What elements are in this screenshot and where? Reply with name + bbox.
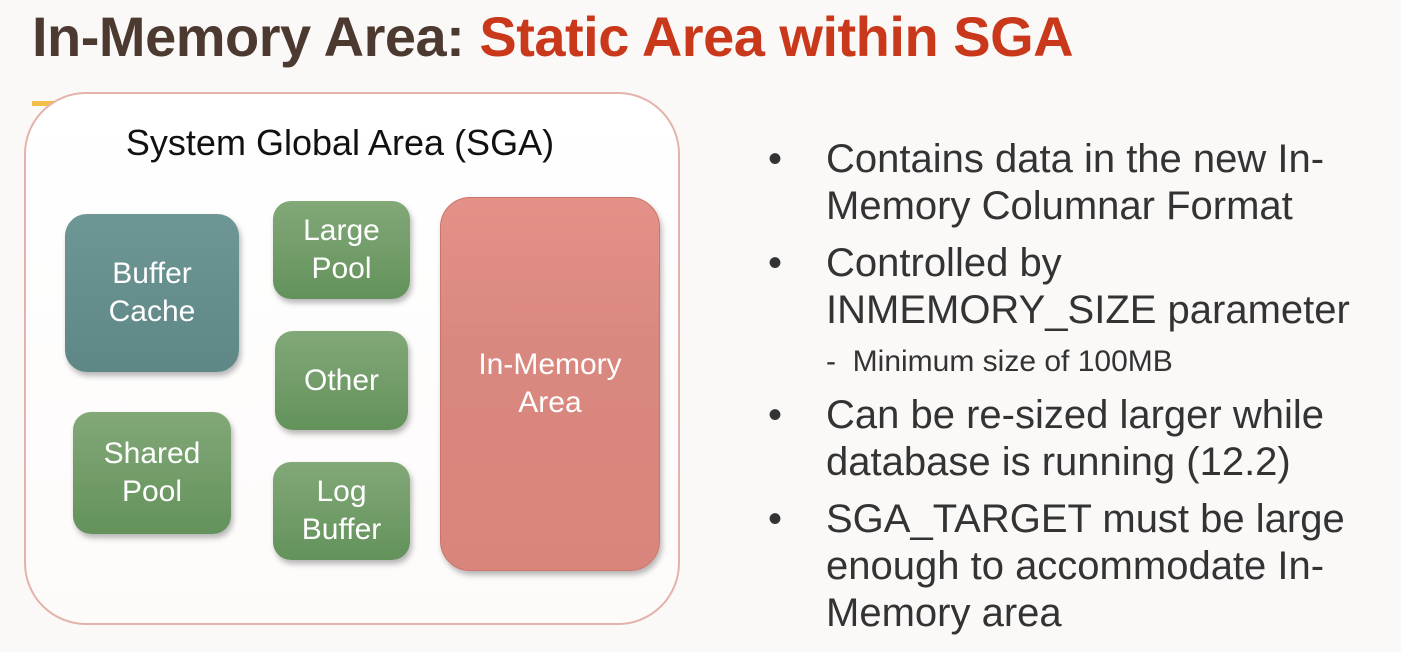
buffer-cache-box: Buffer Cache	[65, 214, 239, 372]
other-label: Other	[303, 363, 380, 397]
title-part-main: In-Memory Area:	[32, 5, 480, 68]
title-accent-bar	[32, 101, 60, 106]
bullet-list: • Contains data in the new In- Memory Co…	[768, 136, 1398, 647]
slide-title: In-Memory Area: Static Area within SGA	[32, 4, 1074, 69]
shared-pool-label: Shared Pool	[103, 437, 201, 508]
title-part-accent: Static Area within SGA	[479, 5, 1074, 68]
large-pool-label: Large Pool	[303, 214, 380, 285]
bullet-item: • Contains data in the new In- Memory Co…	[768, 136, 1398, 230]
log-buffer-label: Log Buffer	[301, 475, 382, 546]
bullet-item: • SGA_TARGET must be large enough to acc…	[768, 496, 1398, 637]
other-box: Other	[275, 331, 408, 430]
bullet-item: • Can be re-sized larger while database …	[768, 392, 1398, 486]
bullet-text: Controlled by INMEMORY_SIZE parameter	[826, 241, 1350, 332]
large-pool-box: Large Pool	[273, 201, 410, 299]
log-buffer-box: Log Buffer	[273, 462, 410, 560]
in-memory-area-box: In-Memory Area	[440, 197, 660, 571]
buffer-cache-label: Buffer Cache	[108, 257, 196, 328]
bullet-text: SGA_TARGET must be large enough to accom…	[826, 497, 1345, 635]
bullet-marker: •	[768, 241, 783, 285]
bullet-marker: •	[768, 137, 783, 181]
bullet-text: Can be re-sized larger while database is…	[826, 393, 1325, 484]
sub-bullet-item: - Minimum size of 100MB	[768, 342, 1398, 382]
in-memory-area-label: In-Memory Area	[478, 348, 622, 419]
bullet-marker: •	[768, 393, 783, 437]
sub-bullet-text: Minimum size of 100MB	[852, 345, 1173, 378]
sub-bullet-marker: -	[826, 345, 836, 378]
bullet-text: Contains data in the new In- Memory Colu…	[826, 137, 1325, 228]
sga-label: System Global Area (SGA)	[125, 122, 555, 163]
bullet-item: • Controlled by INMEMORY_SIZE parameter	[768, 240, 1398, 334]
bullet-marker: •	[768, 497, 783, 541]
shared-pool-box: Shared Pool	[73, 412, 231, 534]
